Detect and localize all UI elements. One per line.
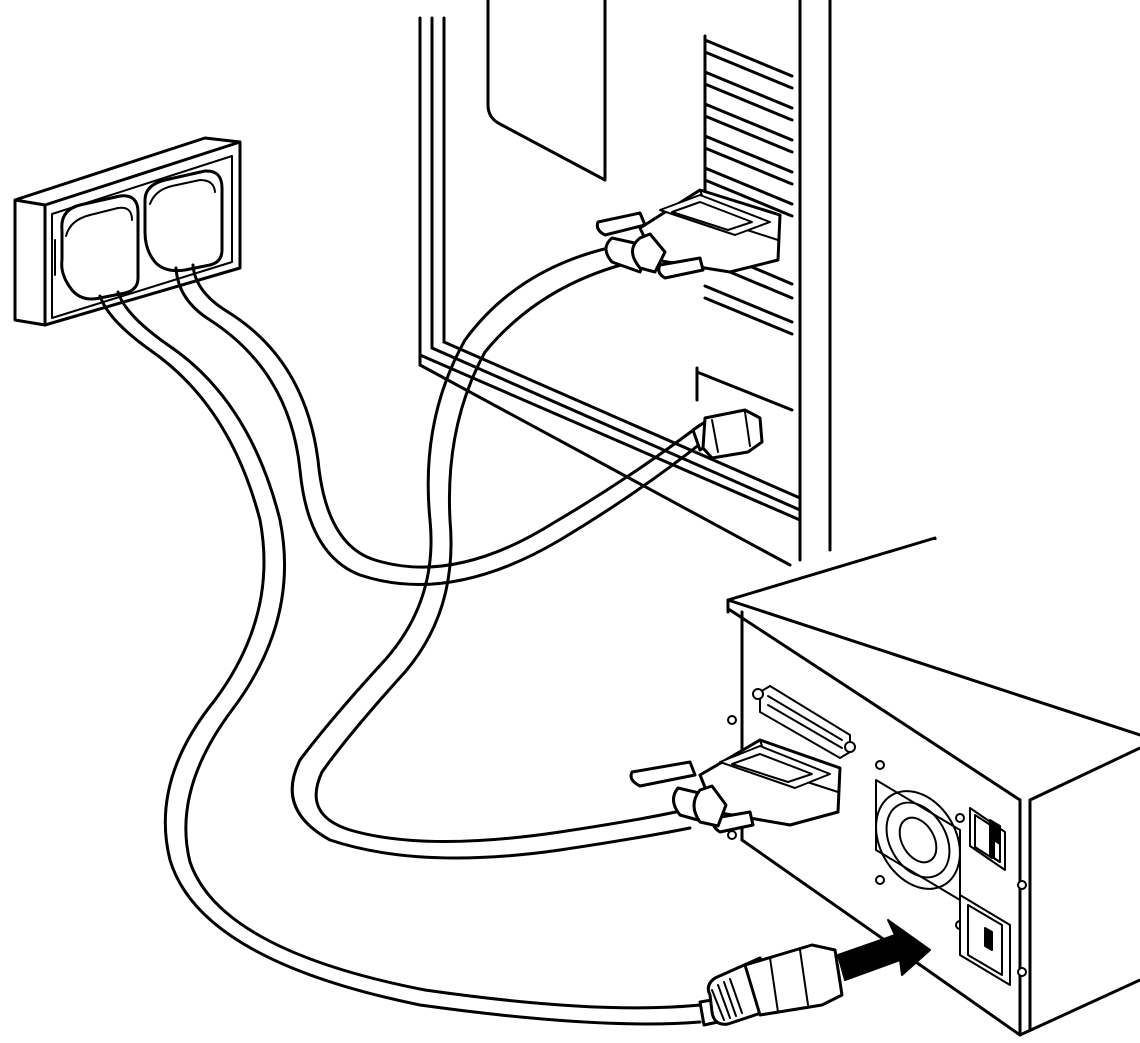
wall-plug-right — [143, 169, 224, 273]
tape-drive — [726, 536, 1140, 1037]
computer-tower — [418, 0, 832, 567]
parallel-connector-bottom — [629, 738, 842, 834]
power-inlet — [959, 880, 1027, 986]
small-connector — [691, 408, 764, 460]
wall-plug-left — [60, 194, 140, 301]
wall-socket — [13, 136, 242, 327]
thumbscrew-bottom-left — [629, 760, 697, 788]
thumbscrew-top-left — [595, 211, 647, 237]
cables — [98, 243, 707, 1026]
parallel-connector-top — [595, 188, 782, 280]
arrow-icon — [837, 919, 931, 981]
thumbscrew-top-right — [657, 256, 705, 280]
power-connector-icon — [698, 943, 844, 1027]
power-switch — [969, 807, 1006, 871]
